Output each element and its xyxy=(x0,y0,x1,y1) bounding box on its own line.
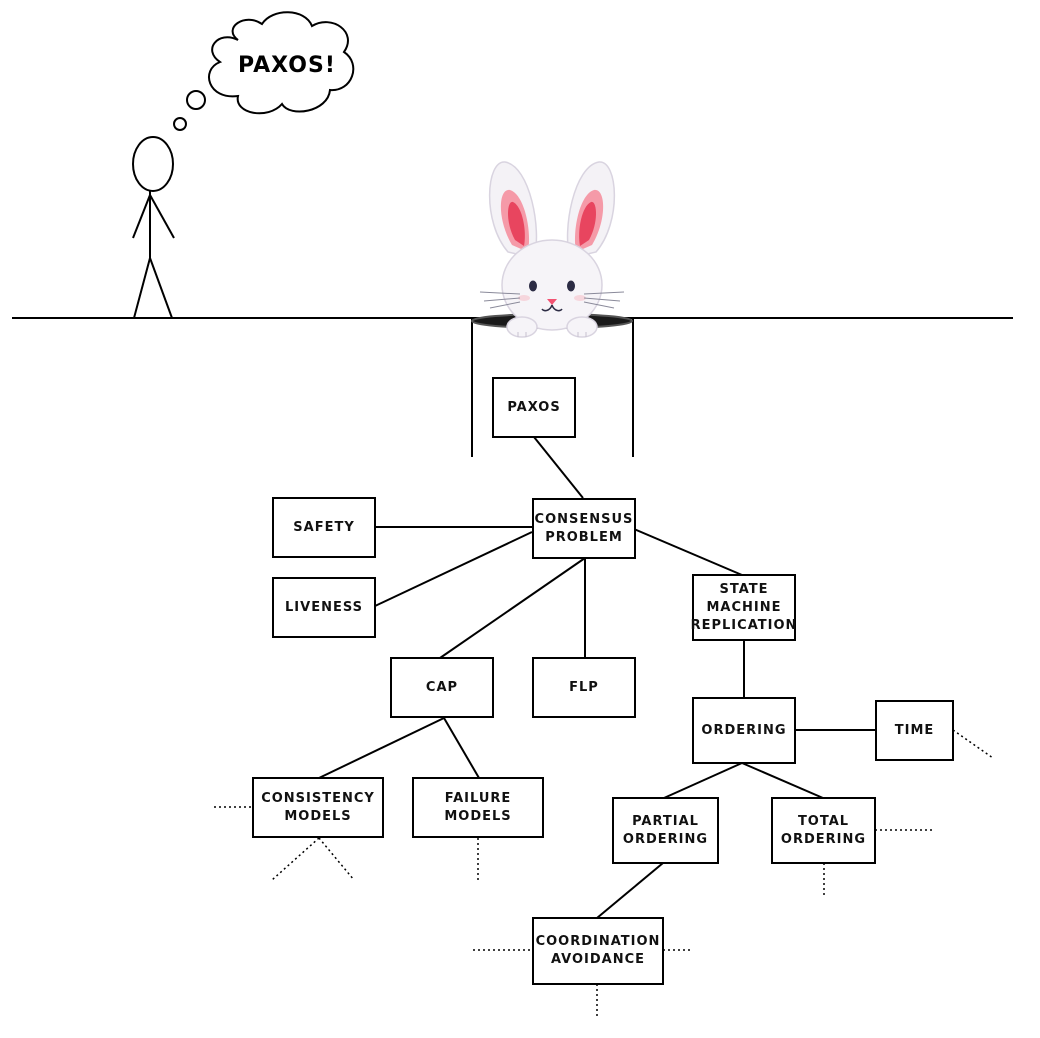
node-cap[interactable]: CAP xyxy=(390,657,494,718)
node-label: TIME xyxy=(894,722,935,738)
node-label: MODELS xyxy=(284,808,352,824)
thought-bubble xyxy=(173,11,355,131)
node-time[interactable]: TIME xyxy=(875,700,954,761)
node-label: ORDERING xyxy=(780,831,867,847)
node-label: FLP xyxy=(569,679,599,695)
node-label: MACHINE xyxy=(706,599,782,615)
node-label: SAFETY xyxy=(293,519,355,535)
node-label: ORDERING xyxy=(701,722,787,738)
node-label: PAXOS xyxy=(507,399,561,415)
node-coordination-avoidance[interactable]: COORDINATION AVOIDANCE xyxy=(532,917,664,985)
node-label: CONSENSUS xyxy=(534,511,634,527)
node-consensus-problem[interactable]: CONSENSUS PROBLEM xyxy=(532,498,636,559)
node-partial-ordering[interactable]: PARTIAL ORDERING xyxy=(612,797,719,864)
node-label: CONSISTENCY xyxy=(261,790,375,806)
node-label: STATE xyxy=(719,581,769,597)
node-label: CAP xyxy=(425,679,459,695)
node-ordering[interactable]: ORDERING xyxy=(692,697,796,764)
node-failure-models[interactable]: FAILURE MODELS xyxy=(412,777,544,838)
node-paxos[interactable]: PAXOS xyxy=(492,377,576,438)
node-label: AVOIDANCE xyxy=(550,952,646,967)
rabbit-illustration xyxy=(479,161,625,338)
node-label: LIVENESS xyxy=(285,599,363,615)
thought-bubble-text: PAXOS! xyxy=(238,53,336,78)
node-label: FAILURE xyxy=(444,790,512,806)
node-label: MODELS xyxy=(444,808,512,824)
node-label: REPLICATION xyxy=(690,617,798,633)
connectors xyxy=(318,436,876,919)
node-liveness[interactable]: LIVENESS xyxy=(272,577,376,638)
node-label: PROBLEM xyxy=(545,529,623,545)
dotted-connectors xyxy=(214,729,994,1018)
node-label: ORDERING xyxy=(622,831,709,847)
node-safety[interactable]: SAFETY xyxy=(272,497,376,558)
node-state-machine-replication[interactable]: STATE MACHINE REPLICATION xyxy=(690,574,798,641)
node-label: PARTIAL xyxy=(632,813,699,829)
node-consistency-models[interactable]: CONSISTENCY MODELS xyxy=(252,777,384,838)
node-label: COORDINATION xyxy=(535,934,661,949)
node-flp[interactable]: FLP xyxy=(532,657,636,718)
node-total-ordering[interactable]: TOTAL ORDERING xyxy=(771,797,876,864)
stick-figure xyxy=(132,136,175,319)
node-label: TOTAL xyxy=(797,813,850,829)
